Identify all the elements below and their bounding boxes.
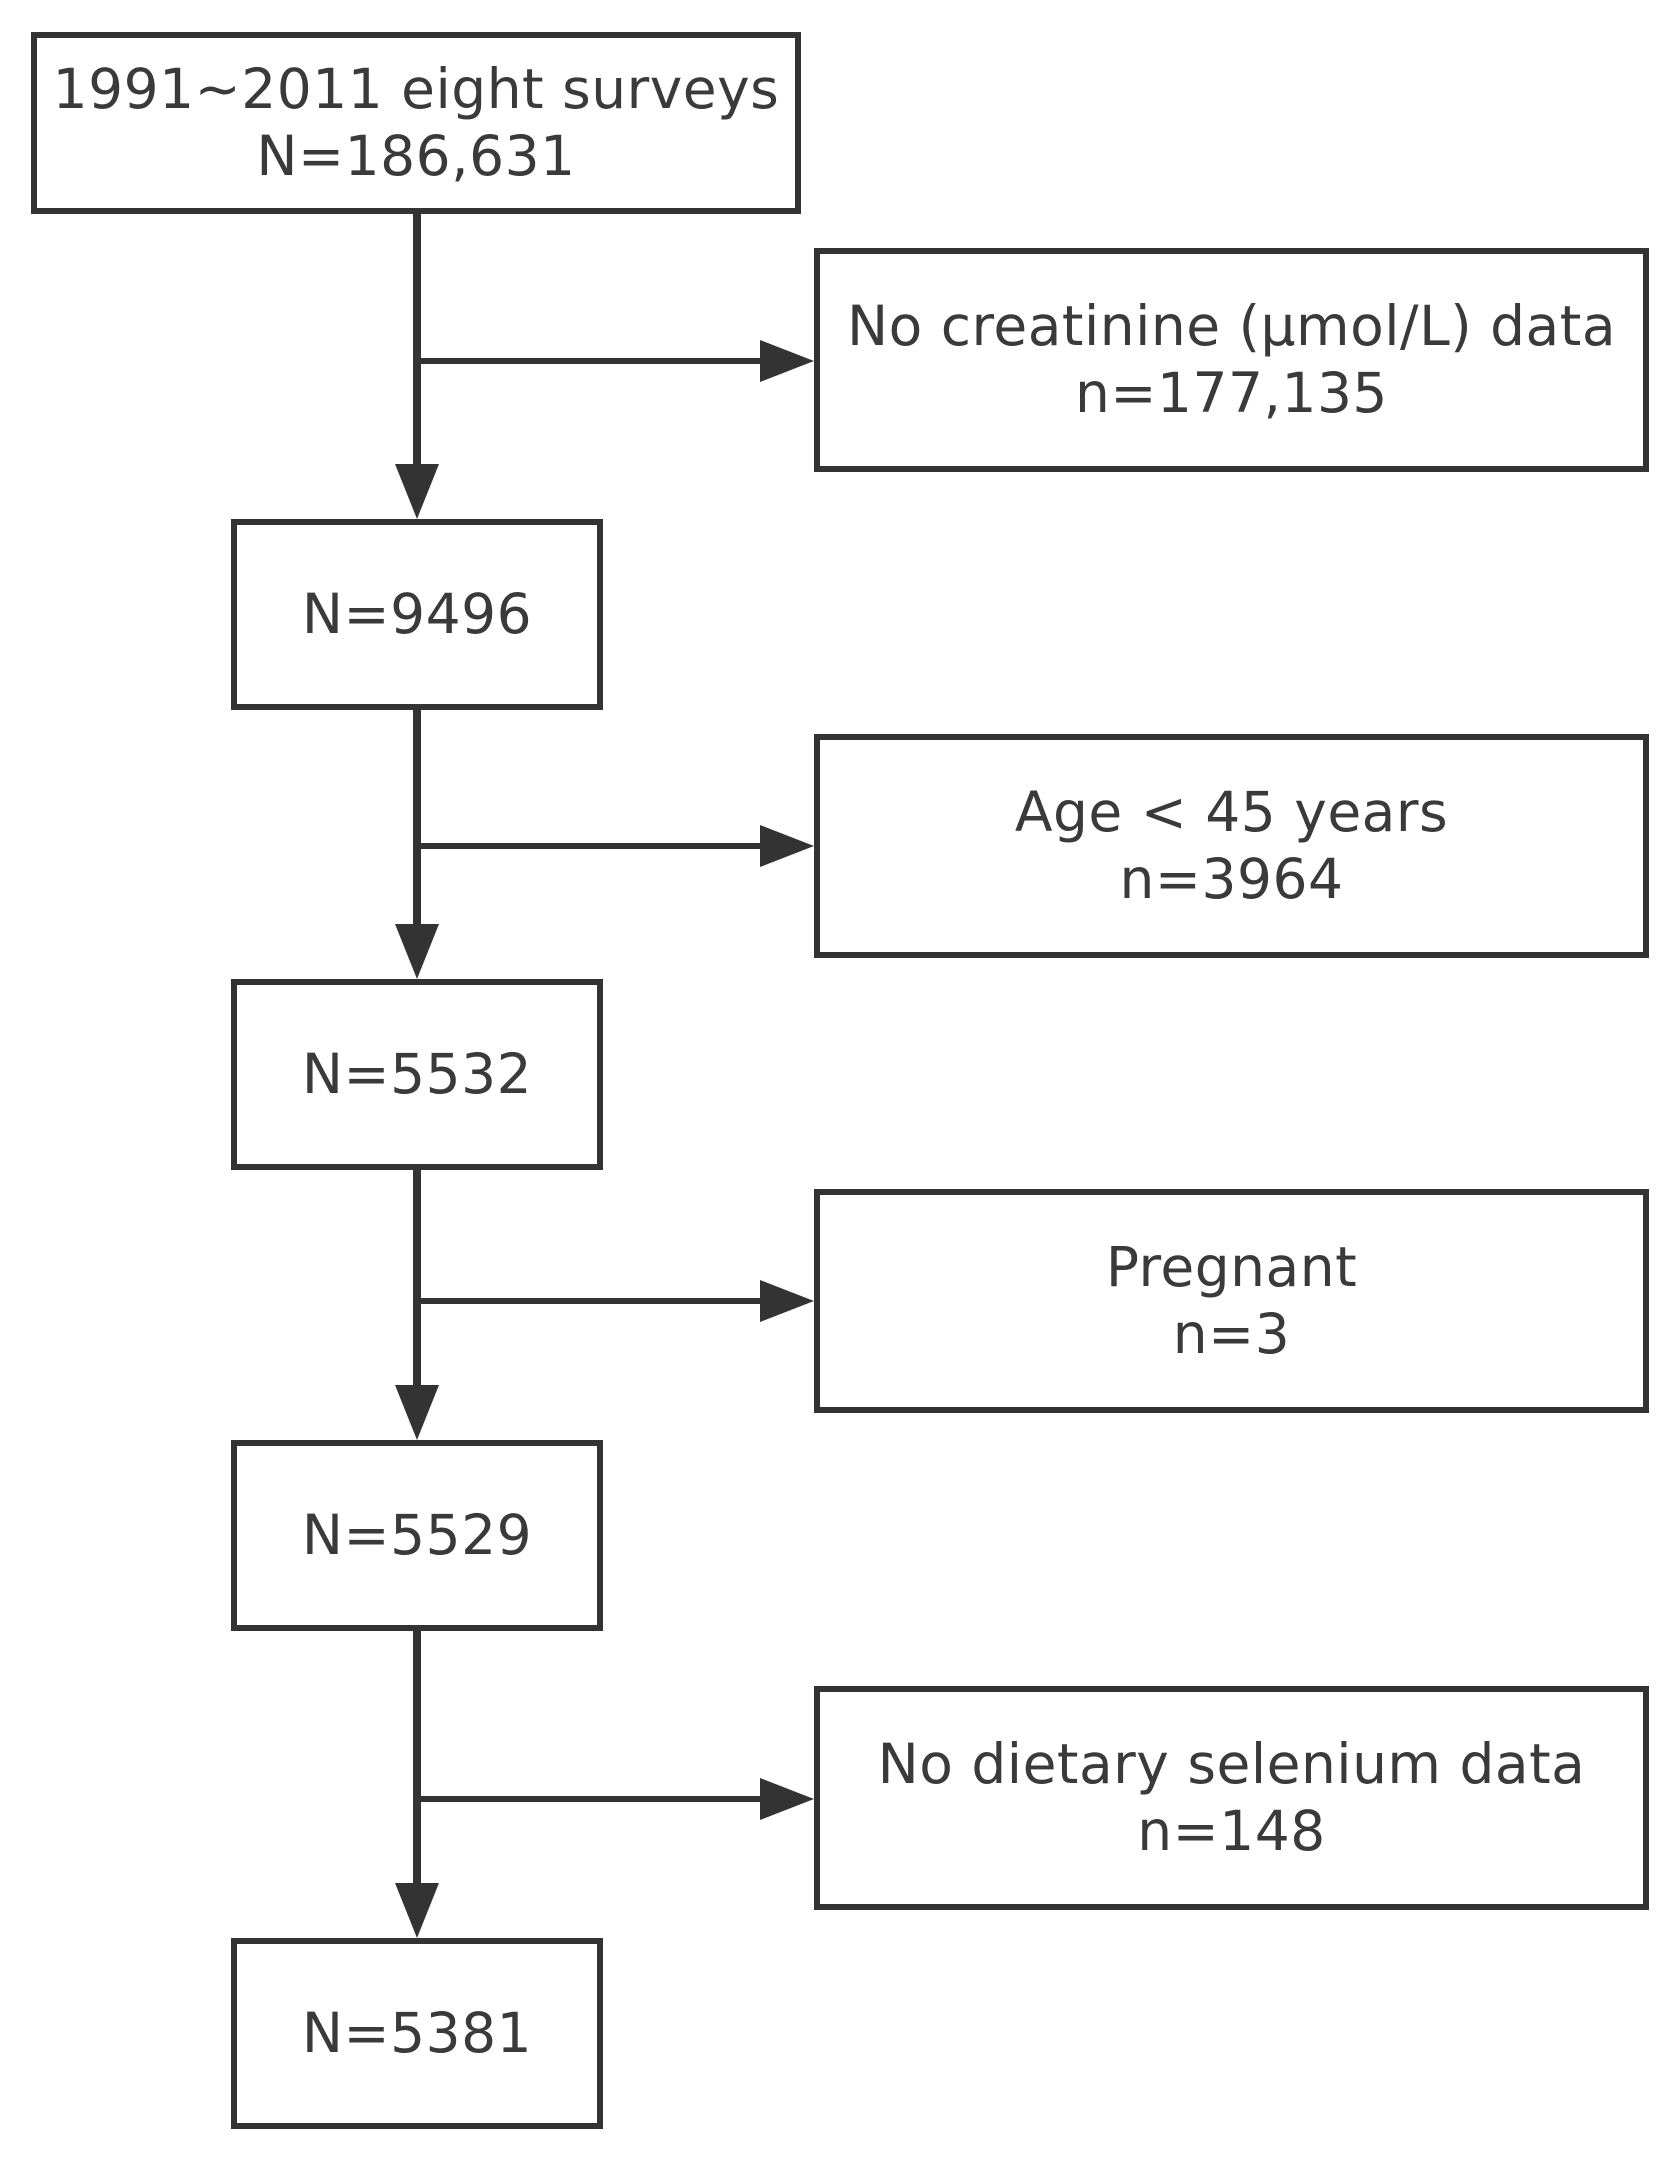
exclusion-count: n=177,135 — [1075, 361, 1388, 425]
exclusion-box-selenium: No dietary selenium data n=148 — [814, 1686, 1649, 1910]
start-box: 1991~2011 eight surveys N=186,631 — [31, 32, 801, 214]
arrowhead-right-1 — [760, 340, 814, 382]
exclusion-box-age: Age < 45 years n=3964 — [814, 734, 1649, 958]
arrowhead-down-n4 — [395, 1883, 439, 1938]
arrowhead-right-4 — [760, 1778, 814, 1820]
remaining-count: N=5381 — [301, 2000, 533, 2065]
arrowhead-right-2 — [760, 825, 814, 867]
exclusion-reason: No dietary selenium data — [877, 1731, 1586, 1796]
exclusion-count: n=3 — [1172, 1302, 1291, 1366]
start-count: N=186,631 — [256, 124, 576, 188]
arrowhead-down-n3 — [395, 1385, 439, 1440]
arrowhead-right-3 — [760, 1280, 814, 1322]
exclusion-reason: Pregnant — [1105, 1234, 1358, 1299]
remaining-box-final: N=5381 — [231, 1938, 603, 2129]
remaining-box-3: N=5529 — [231, 1440, 603, 1631]
exclusion-count: n=148 — [1137, 1799, 1326, 1863]
remaining-count: N=5529 — [301, 1502, 533, 1567]
exclusion-box-creatinine: No creatinine (μmol/L) data n=177,135 — [814, 248, 1649, 472]
remaining-count: N=9496 — [301, 581, 533, 646]
start-description: 1991~2011 eight surveys — [52, 56, 780, 121]
arrowhead-down-n1 — [395, 464, 439, 519]
exclusion-reason: Age < 45 years — [1014, 779, 1449, 844]
arrowhead-down-n2 — [395, 924, 439, 979]
exclusion-reason: No creatinine (μmol/L) data — [846, 293, 1617, 358]
exclusion-box-pregnant: Pregnant n=3 — [814, 1189, 1649, 1413]
exclusion-count: n=3964 — [1119, 847, 1344, 911]
remaining-box-1: N=9496 — [231, 519, 603, 710]
remaining-count: N=5532 — [301, 1041, 533, 1106]
remaining-box-2: N=5532 — [231, 979, 603, 1170]
